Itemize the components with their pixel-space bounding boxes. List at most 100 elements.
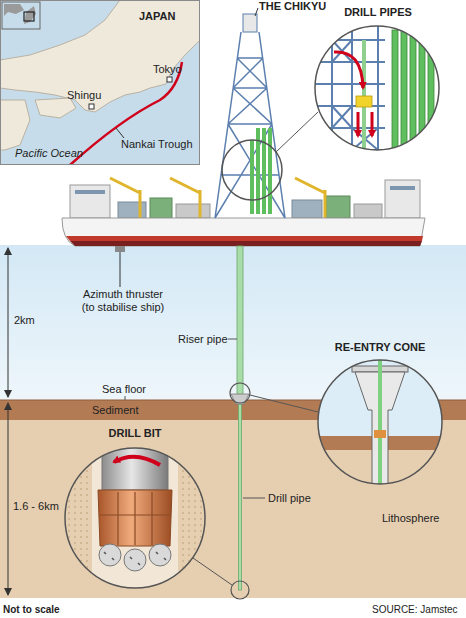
- leader-line: [116, 128, 124, 138]
- leader-line: [255, 8, 258, 16]
- honshu: [0, 0, 200, 112]
- drill-pipes-inset: DRILL PIPES: [310, 6, 446, 156]
- container: [118, 202, 146, 218]
- leader-line: [125, 396, 126, 400]
- container: [292, 200, 322, 218]
- place-name: Nankai Trough: [121, 138, 193, 151]
- drill-pipe: [378, 350, 382, 490]
- windows: [75, 190, 105, 194]
- pipe-collar: [374, 430, 386, 438]
- bit-blades: [100, 492, 170, 545]
- windows: [390, 186, 415, 190]
- locator-box: [24, 12, 34, 21]
- pipe-stand: [268, 128, 272, 214]
- container: [354, 204, 382, 218]
- dimension-arrow: [8, 403, 9, 595]
- note: Not to scale: [3, 603, 60, 616]
- roller-cone: [124, 549, 146, 571]
- container: [326, 196, 350, 218]
- detail-ring: [222, 140, 282, 200]
- container: [150, 198, 172, 218]
- inset-circle: [318, 360, 442, 484]
- pipe-stand: [250, 140, 254, 214]
- dimension-label: 2km: [14, 314, 35, 327]
- city-marker: [167, 77, 172, 82]
- kyushu: [0, 100, 30, 150]
- leader-line: [243, 498, 265, 499]
- drill-bit-inset: DRILL BIT: [55, 425, 215, 595]
- part-label: Lithosphere: [382, 512, 440, 525]
- part-label: Riser pipe: [178, 333, 228, 346]
- riser-pipe: [237, 246, 243, 400]
- azimuth-thruster: [115, 246, 125, 252]
- roller-cone: [149, 544, 171, 566]
- map-inset: JAPANTokyoShinguNankai TroughPacific Oce…: [0, 0, 200, 165]
- red-arrow: [357, 112, 360, 136]
- derrick-lattice: [215, 32, 285, 218]
- locator-land: [4, 4, 24, 16]
- bore-hole: [92, 440, 178, 600]
- leader-line: [276, 112, 318, 152]
- place-name: Pacific Ocean: [15, 147, 83, 160]
- inset-outline: [310, 6, 446, 156]
- superstructure: [385, 180, 420, 218]
- inset-heading: RE-ENTRY CONE: [310, 341, 450, 354]
- derrick: [215, 8, 318, 218]
- pipe-handler: [356, 96, 372, 107]
- inset-heading: DRILL PIPES: [310, 6, 446, 19]
- crane: [110, 178, 140, 218]
- inset-circle: [315, 26, 439, 150]
- red-arrow: [334, 52, 363, 88]
- derrick-lattice: [315, 20, 385, 160]
- leader-line: [120, 252, 121, 287]
- pipe-stand: [401, 30, 407, 155]
- dimension-label: 1.6 - 6km: [13, 500, 59, 513]
- crane: [295, 178, 325, 218]
- roller-cone: [99, 544, 121, 566]
- part-label: Sea floor: [102, 383, 146, 396]
- city-marker: [89, 104, 94, 109]
- city-name: Shingu: [67, 89, 101, 102]
- drill-bit: [98, 490, 172, 546]
- leader-line: [193, 558, 232, 585]
- part-label: Azimuth thruster (to stabilise ship): [78, 288, 168, 314]
- leader-line: [250, 395, 318, 412]
- ship: [62, 178, 425, 287]
- drill-pipes-detail: [310, 20, 445, 160]
- hull-bottom: [70, 241, 422, 246]
- pipe-stand: [428, 30, 434, 155]
- source-note: SOURCE: Jamstec: [372, 603, 458, 616]
- crane: [170, 178, 200, 218]
- re-entry-cone-inset: RE-ENTRY CONE: [310, 340, 450, 490]
- ship-name: THE CHIKYU: [259, 0, 326, 13]
- dimension-arrow: [8, 248, 9, 397]
- hull-stripe: [66, 236, 423, 241]
- pipe-stand: [392, 30, 398, 155]
- superstructure: [70, 185, 110, 218]
- container: [176, 204, 210, 218]
- part-label: Drill pipe: [268, 492, 311, 505]
- detail-background: [310, 20, 445, 160]
- drill-pipe: [362, 40, 366, 150]
- map-sea: [0, 0, 200, 165]
- inset-outline: [310, 340, 450, 490]
- red-arrow: [371, 112, 374, 136]
- country-name: JAPAN: [139, 10, 175, 23]
- part-label: Sediment: [92, 404, 138, 417]
- map: [0, 0, 200, 165]
- rotation-arrow: [114, 457, 160, 465]
- rock: [60, 440, 210, 600]
- drill-pipe: [239, 400, 242, 590]
- re-entry-detail: [315, 350, 445, 490]
- hull: [62, 218, 425, 246]
- cone-teeth: [104, 552, 166, 565]
- inset-circle: [65, 448, 205, 588]
- locator-globe: [2, 2, 40, 29]
- derrick-top: [243, 14, 257, 32]
- inset-heading: DRILL BIT: [55, 427, 215, 440]
- rock-texture: [60, 440, 210, 600]
- locator-land: [24, 6, 36, 24]
- pipe-stand: [262, 128, 266, 214]
- leader-line: [228, 339, 237, 340]
